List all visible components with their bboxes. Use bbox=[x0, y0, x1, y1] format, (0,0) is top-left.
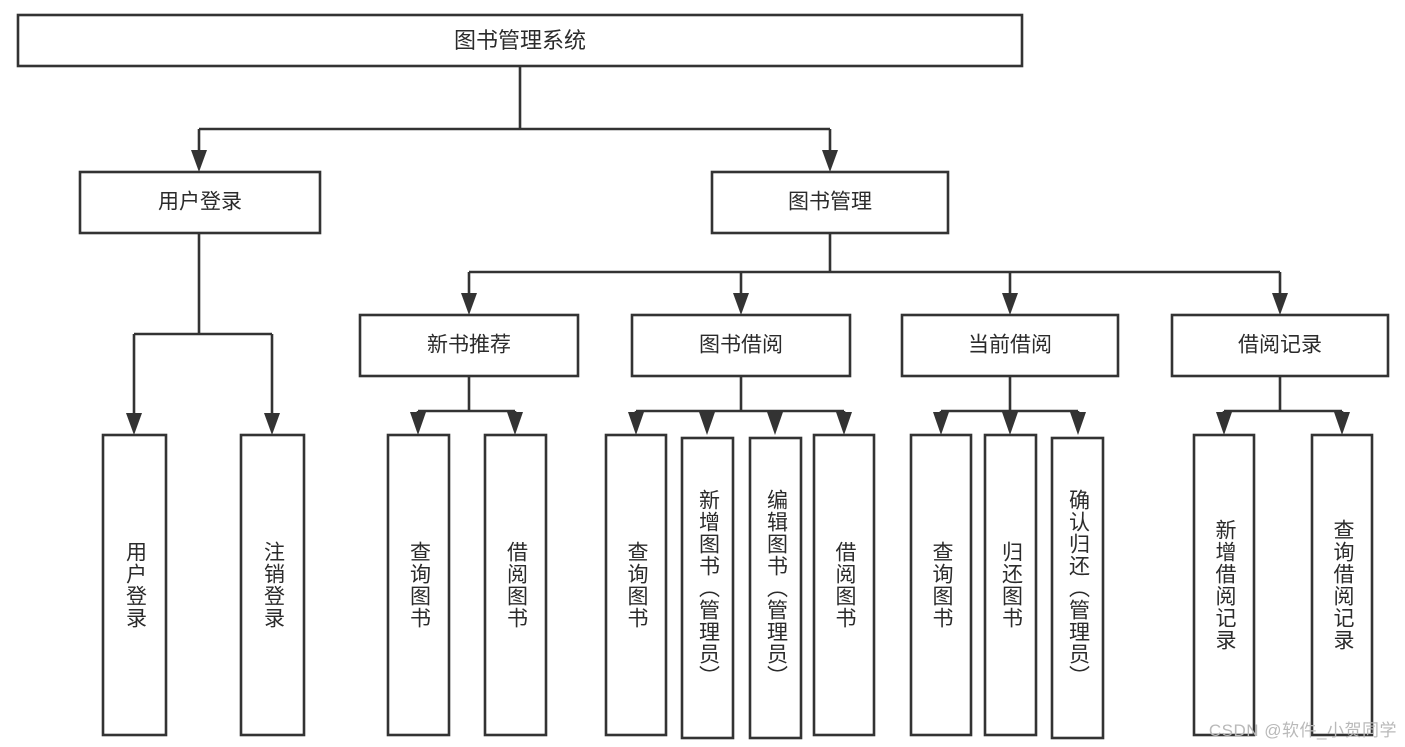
arrow-current-leaf-3 bbox=[1070, 412, 1086, 435]
arrow-newbook-leaf-2 bbox=[507, 412, 523, 435]
node-new-book-recommend-label: 新书推荐 bbox=[427, 334, 511, 357]
arrow-current-leaf-2 bbox=[1002, 412, 1018, 435]
node-new-book-recommend[interactable]: 新书推荐 bbox=[358, 313, 580, 378]
arrow-bookmgmt-to-current bbox=[1002, 293, 1018, 315]
arrow-bookmgmt-to-record bbox=[1272, 293, 1288, 315]
arrow-bookmgmt-to-new-book bbox=[461, 293, 477, 315]
leaf-box-current-borrow-2[interactable] bbox=[983, 433, 1038, 737]
leaf-box-book-borrow-1[interactable] bbox=[604, 433, 668, 737]
arrow-root-to-user-login bbox=[191, 150, 207, 172]
node-book-borrow-label: 图书借阅 bbox=[699, 334, 783, 357]
leaf-box-new-book-1[interactable] bbox=[386, 433, 451, 737]
node-user-login-box[interactable] bbox=[78, 170, 322, 235]
node-borrow-record-label: 借阅记录 bbox=[1238, 334, 1322, 357]
leaf-box-user-login-2[interactable] bbox=[239, 433, 306, 737]
node-new-book-recommend-box[interactable] bbox=[358, 313, 580, 378]
arrow-newbook-leaf-1 bbox=[410, 412, 426, 435]
leaf-box-current-borrow-3[interactable] bbox=[1050, 436, 1105, 740]
node-root-label: 图书管理系统 bbox=[454, 28, 586, 53]
leaf-box-book-borrow-4[interactable] bbox=[812, 433, 876, 737]
leaf-box-current-borrow-1[interactable] bbox=[909, 433, 973, 737]
leaf-box-book-borrow-3[interactable] bbox=[748, 436, 803, 740]
node-current-borrow[interactable]: 当前借阅 bbox=[900, 313, 1120, 378]
arrow-record-leaf-1 bbox=[1216, 412, 1232, 435]
leaf-box-new-book-2[interactable] bbox=[483, 433, 548, 737]
node-user-login[interactable]: 用户登录 bbox=[78, 170, 322, 235]
arrow-borrow-leaf-4 bbox=[836, 412, 852, 435]
arrow-record-leaf-2 bbox=[1334, 412, 1350, 435]
node-current-borrow-label: 当前借阅 bbox=[968, 334, 1052, 357]
node-current-borrow-box[interactable] bbox=[900, 313, 1120, 378]
arrow-userlogin-leaf-2 bbox=[264, 413, 280, 435]
arrow-bookmgmt-to-borrow bbox=[733, 293, 749, 315]
node-user-login-label: 用户登录 bbox=[158, 191, 242, 214]
arrow-root-to-book-mgmt bbox=[822, 150, 838, 172]
arrow-current-leaf-1 bbox=[933, 412, 949, 435]
node-book-management[interactable]: 图书管理 bbox=[710, 170, 950, 235]
node-book-borrow-box[interactable] bbox=[630, 313, 852, 378]
leaf-box-book-borrow-2[interactable] bbox=[680, 436, 735, 740]
node-borrow-record-box[interactable] bbox=[1170, 313, 1390, 378]
node-root-box[interactable] bbox=[16, 13, 1024, 68]
node-book-management-label: 图书管理 bbox=[788, 191, 872, 214]
arrow-borrow-leaf-2 bbox=[699, 412, 715, 435]
arrow-userlogin-leaf-1 bbox=[126, 413, 142, 435]
arrow-borrow-leaf-3 bbox=[767, 412, 783, 435]
connectors-group bbox=[126, 66, 1350, 435]
node-root-book-management-system[interactable]: 图书管理系统 bbox=[16, 13, 1024, 68]
node-borrow-record[interactable]: 借阅记录 bbox=[1170, 313, 1390, 378]
leaf-box-user-login-1[interactable] bbox=[101, 433, 168, 737]
leaf-box-borrow-record-2[interactable] bbox=[1310, 433, 1374, 737]
arrow-borrow-leaf-1 bbox=[628, 412, 644, 435]
node-book-management-box[interactable] bbox=[710, 170, 950, 235]
csdn-watermark: CSDN @软件_小贺同学 bbox=[1208, 721, 1397, 740]
node-book-borrow[interactable]: 图书借阅 bbox=[630, 313, 852, 378]
leaf-box-borrow-record-1[interactable] bbox=[1192, 433, 1256, 737]
